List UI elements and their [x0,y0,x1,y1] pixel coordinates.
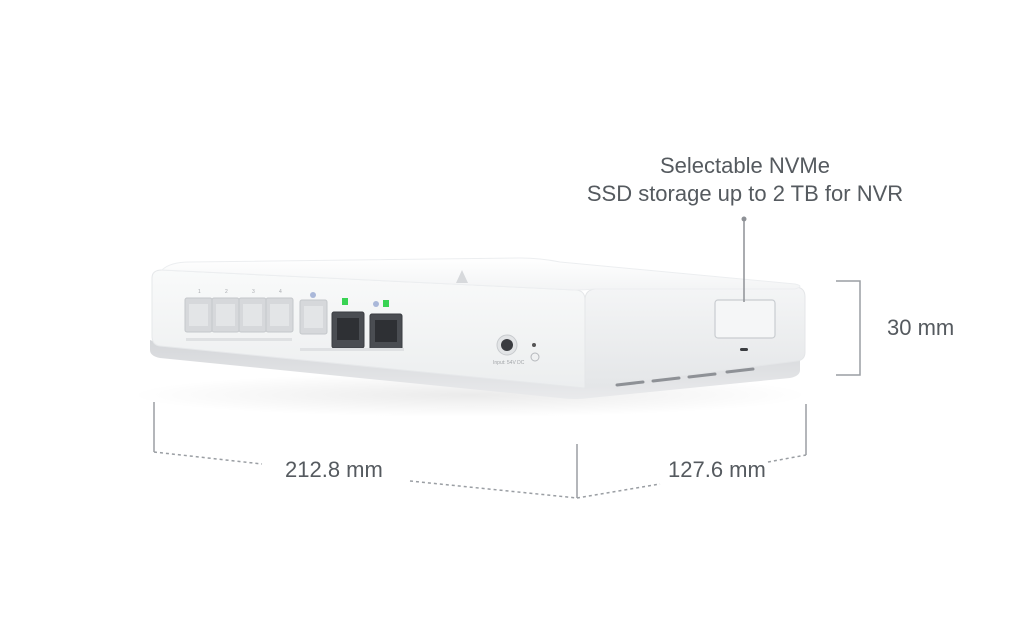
sfp-port-1-cage [337,318,359,340]
uplink-indicator-icon [310,292,316,298]
power-input-label: Input: 54V DC [493,360,525,366]
sfp-port-2-cage [375,320,397,342]
ubiquiti-logo-icon [456,270,468,283]
ethernet-port-1-socket [189,304,208,326]
sfp-port-group [300,298,404,351]
depth-dimension-label: 127.6 mm [668,457,766,482]
depth-dimension-line-left [576,483,661,499]
port-number-4: 4 [279,289,282,295]
width-dimension-line-right [409,480,578,499]
vent-slot-1 [615,380,645,387]
ethernet-port-4-socket [270,304,289,326]
reset-button-icon [530,352,540,362]
vent-slot-2 [651,376,681,383]
nvme-bay-cover [714,299,776,339]
callout-line-1: Selectable NVMe [660,153,830,178]
width-dimension-line-left [153,451,263,465]
port-number-1: 1 [198,289,201,295]
port-number-2: 2 [225,289,228,295]
sfp-1-led [342,298,348,305]
vent-slot-3 [687,372,717,379]
nvme-bay-led [740,348,748,351]
device-base [150,340,800,399]
width-dimension-label: 212.8 mm [285,457,383,482]
ethernet-port-2-socket [216,304,235,326]
sfp-2-led [383,300,389,307]
vent-slot-4 [725,367,755,374]
uplink-ethernet-socket [304,306,323,328]
status-led [532,343,536,347]
power-jack-hole [501,339,513,351]
power-jack: Input: 54V DC [493,334,525,366]
height-dimension-label: 30 mm [887,315,955,340]
height-dimension-bracket [836,280,861,376]
sfp-2-indicator-icon [373,301,379,307]
uplink-port-group [299,292,328,335]
port-number-3: 3 [252,289,255,295]
ethernet-port-group [184,297,294,341]
callout-line-2: SSD storage up to 2 TB for NVR [586,181,904,206]
nvme-callout: Selectable NVMe SSD storage up to 2 TB f… [560,152,930,208]
device-top-face [160,257,801,291]
ethernet-port-3-socket [243,304,262,326]
port-group-underline [186,338,292,341]
sfp-group-underline [300,348,404,351]
depth-dimension-line-right [767,454,807,463]
side-vents [615,367,755,387]
